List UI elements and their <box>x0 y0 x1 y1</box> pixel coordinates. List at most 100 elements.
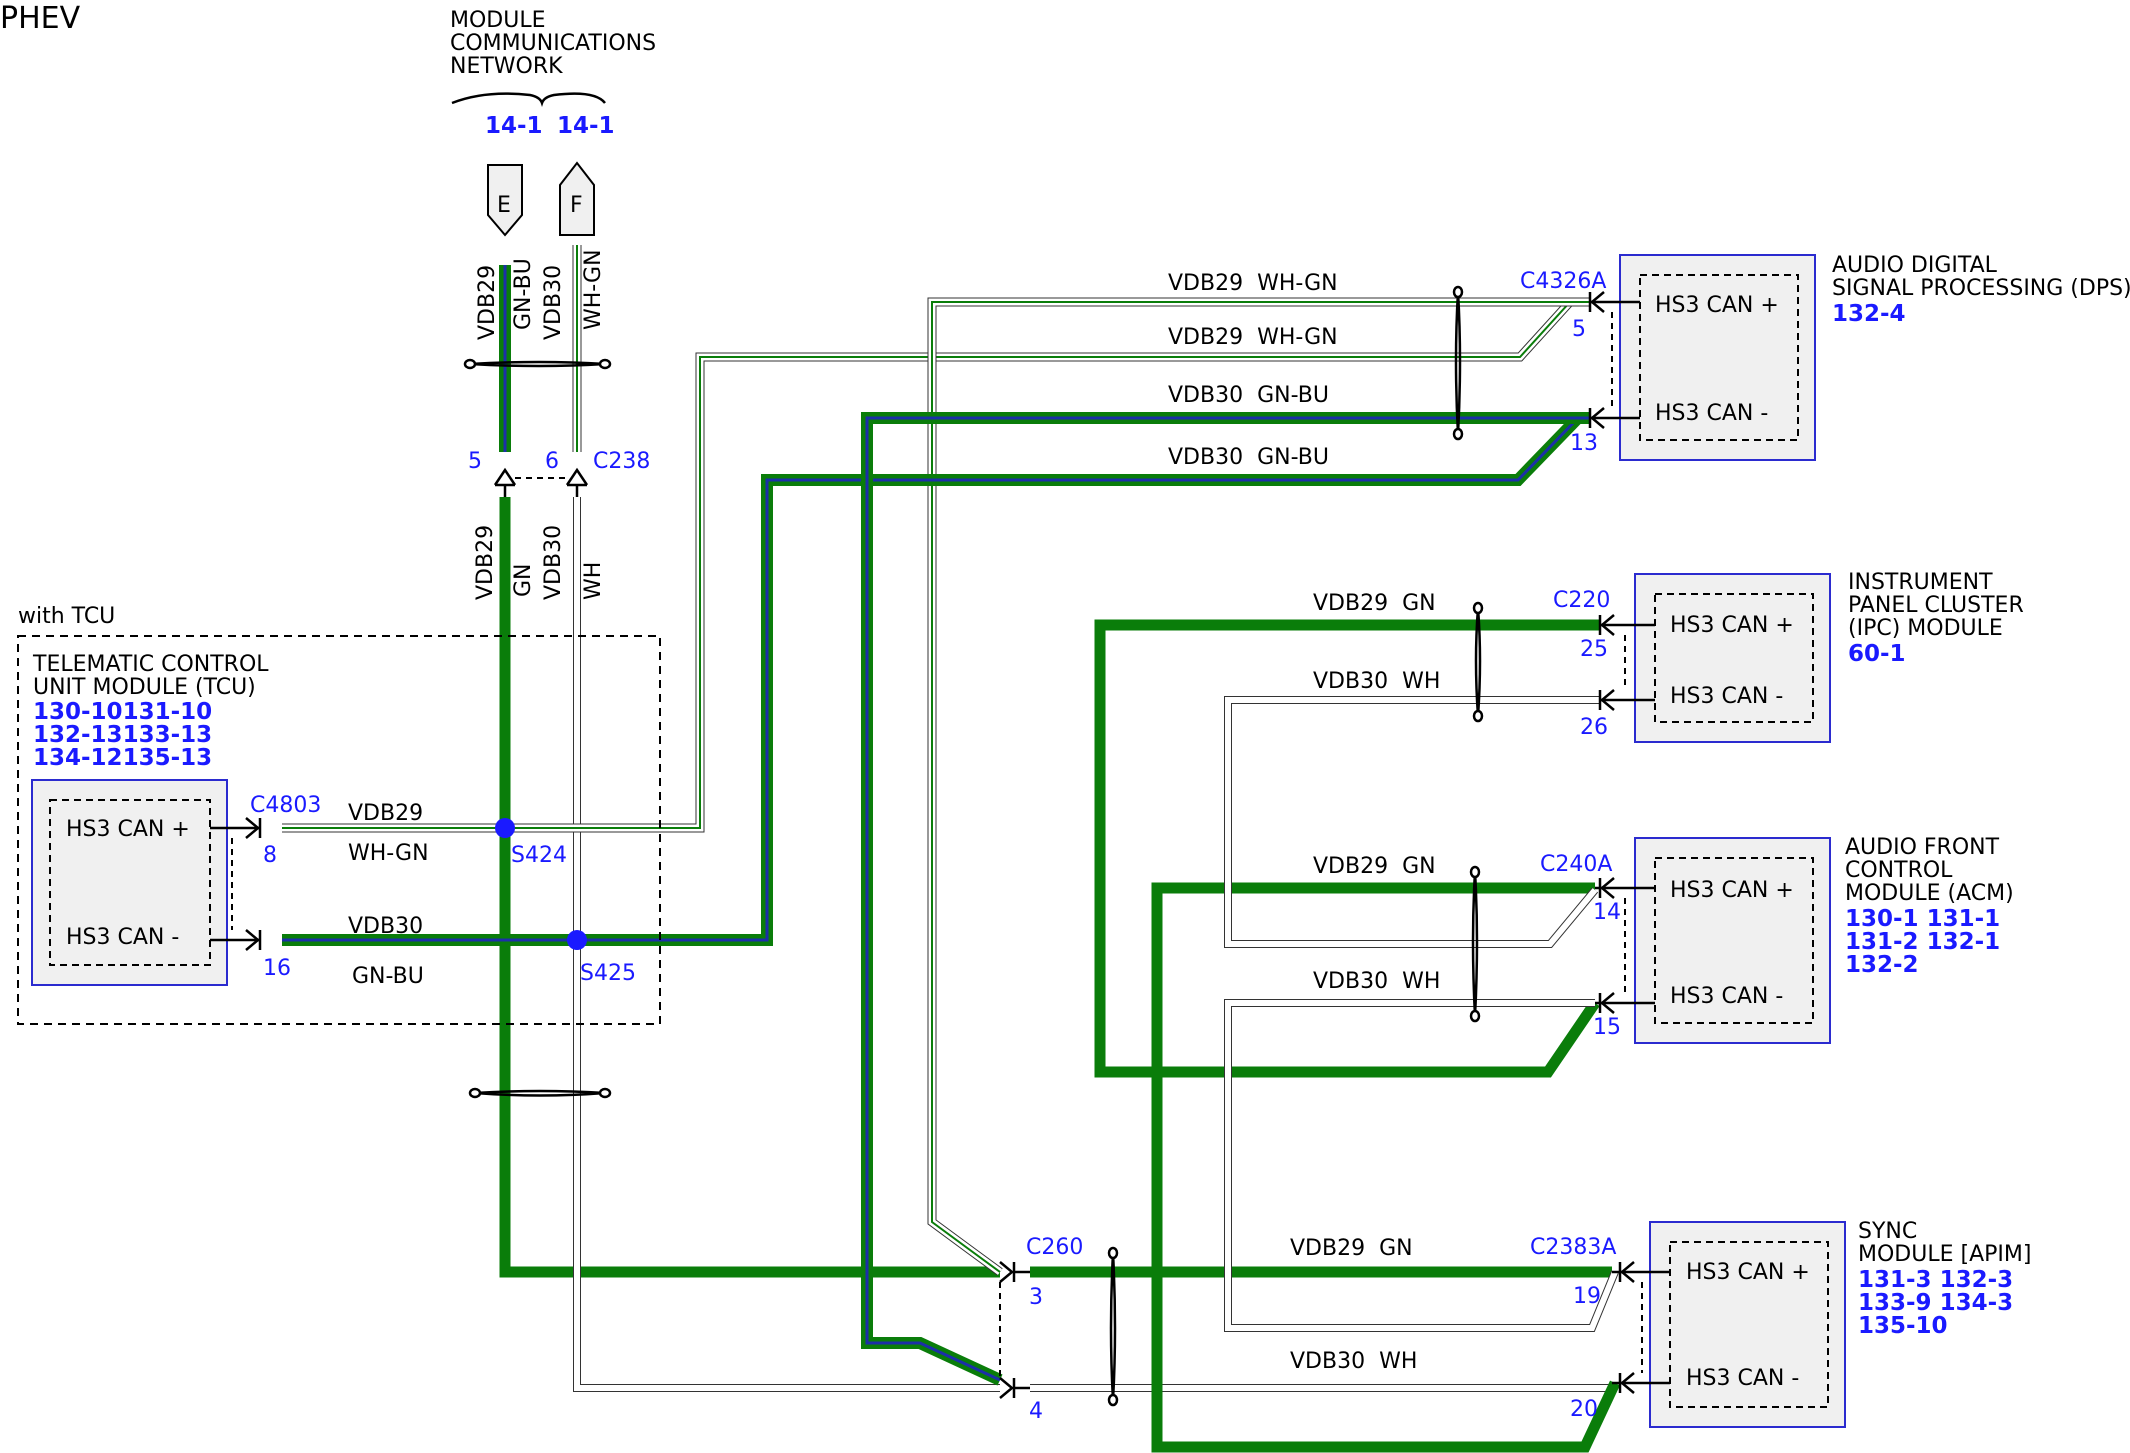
ipc-wire-label-1: VDB29 GN <box>1313 591 1436 616</box>
tcu-connector: C4803 8 16 <box>210 793 321 981</box>
splice-s425: S425 <box>567 930 636 986</box>
tcu-wire-minus-circuit: VDB30 <box>348 914 423 939</box>
wire-c260-vdb29-whgn <box>927 297 1590 1276</box>
sync-can-plus: HS3 CAN + <box>1686 1260 1810 1285</box>
ipc-name-3: (IPC) MODULE <box>1848 616 2003 641</box>
sync-ref-3[interactable]: 135-10 <box>1858 1313 1948 1339</box>
acm-name-3: MODULE (ACM) <box>1845 881 2014 906</box>
c260-pin-4: 4 <box>1029 1399 1043 1424</box>
acm-ref-3[interactable]: 132-2 <box>1845 952 1919 978</box>
dsp-name-1: AUDIO DIGITAL <box>1832 253 1998 278</box>
wire-vdb30-wh-main <box>573 497 1612 1392</box>
flag-e: E <box>487 164 523 237</box>
c238-pin-5: 5 <box>468 449 482 474</box>
network-ref-e[interactable]: 14-1 <box>485 113 543 139</box>
svg-text:WH: WH <box>581 562 606 600</box>
dsp-ref-1[interactable]: 132-4 <box>1832 301 1906 327</box>
network-ref-f[interactable]: 14-1 <box>557 113 615 139</box>
sync-can-minus: HS3 CAN - <box>1686 1366 1799 1391</box>
acm-wire-label-2: VDB30 WH <box>1313 969 1440 994</box>
ipc-module-box: HS3 CAN + HS3 CAN - <box>1634 573 1831 743</box>
svg-text:GN-BU: GN-BU <box>511 258 536 330</box>
dsp-can-plus: HS3 CAN + <box>1655 293 1779 318</box>
sync-module-box: HS3 CAN + HS3 CAN - <box>1649 1221 1846 1428</box>
sync-wire-label-1: VDB29 GN <box>1290 1236 1413 1261</box>
acm-ref-2[interactable]: 131-2 132-1 <box>1845 929 2000 955</box>
svg-text:VDB30: VDB30 <box>541 265 566 340</box>
acm-connector: C240A 14 15 <box>1540 852 1655 1040</box>
acm-name-2: CONTROL <box>1845 858 1953 883</box>
ipc-can-minus: HS3 CAN - <box>1670 684 1783 709</box>
svg-text:F: F <box>570 193 583 218</box>
sync-ref-1[interactable]: 131-3 132-3 <box>1858 1267 2013 1293</box>
flag-f: F <box>559 161 595 236</box>
dsp-can-minus: HS3 CAN - <box>1655 401 1768 426</box>
sync-ref-2[interactable]: 133-9 134-3 <box>1858 1290 2013 1316</box>
dsp-wire-labels: VDB29 WH-GN VDB29 WH-GN VDB30 GN-BU VDB3… <box>1168 271 1338 470</box>
acm-wire-label-1: VDB29 GN <box>1313 854 1436 879</box>
acm-can-minus: HS3 CAN - <box>1670 984 1783 1009</box>
tcu-module-box: HS3 CAN + HS3 CAN - <box>31 779 228 986</box>
dsp-name-2: SIGNAL PROCESSING (DPS) <box>1832 276 2130 301</box>
tcu-group-label: with TCU <box>18 604 115 629</box>
c220-label: C220 <box>1553 588 1610 613</box>
svg-text:WH-GN: WH-GN <box>581 249 606 330</box>
sync-name-1: SYNC <box>1858 1219 1917 1244</box>
acm-ref-1[interactable]: 130-1 131-1 <box>1845 906 2000 932</box>
svg-text:E: E <box>497 193 511 218</box>
c240a-pin-14: 14 <box>1593 900 1621 925</box>
svg-text:COMMUNICATIONS: COMMUNICATIONS <box>450 31 656 56</box>
network-bottom-wire-labels: VDB29 GN VDB30 WH <box>473 525 606 600</box>
wire-ipc-vdb30-wh <box>1224 696 1600 948</box>
wire-vdb29-gn-main <box>499 497 1612 1278</box>
c2383a-pin-20: 20 <box>1570 1397 1598 1422</box>
c4326a-label: C4326A <box>1520 269 1606 294</box>
tcu-wire-plus-color: WH-GN <box>348 841 429 866</box>
sync-wire-label-2: VDB30 WH <box>1290 1349 1417 1374</box>
ipc-wire-label-2: VDB30 WH <box>1313 669 1440 694</box>
svg-text:S424: S424 <box>511 843 567 868</box>
c4803-pin-16: 16 <box>263 956 291 981</box>
ipc-can-plus: HS3 CAN + <box>1670 613 1794 638</box>
svg-text:VDB29: VDB29 <box>475 265 500 340</box>
wire-acm-vdb29-gn <box>1151 882 1620 1453</box>
acm-module-box: HS3 CAN + HS3 CAN - <box>1634 837 1831 1044</box>
page-title: PHEV <box>0 1 81 36</box>
c4326a-pin-13: 13 <box>1570 431 1598 456</box>
tcu-name-2: UNIT MODULE (TCU) <box>33 675 256 700</box>
c260-label: C260 <box>1026 1235 1083 1260</box>
tcu-group-box <box>17 635 661 1025</box>
ipc-name-1: INSTRUMENT <box>1848 570 1993 595</box>
ipc-ref-1[interactable]: 60-1 <box>1848 641 1906 667</box>
wire-ipc-vdb29-gn <box>1094 619 1600 1078</box>
sync-connector: C2383A 19 20 <box>1530 1235 1670 1422</box>
tcu-can-minus: HS3 CAN - <box>66 925 179 950</box>
splice-s424: S424 <box>495 818 567 868</box>
wire-c260-vdb30-gnbu <box>861 412 1590 1386</box>
c4326a-pin-5: 5 <box>1572 317 1586 342</box>
tcu-ref-1[interactable]: 130-10131-10 <box>33 699 212 725</box>
c240a-label: C240A <box>1540 852 1612 877</box>
dsp-connector: C4326A 5 13 <box>1520 269 1640 456</box>
svg-text:VDB30 GN-BU: VDB30 GN-BU <box>1168 383 1329 408</box>
tcu-ref-3[interactable]: 134-12135-13 <box>33 745 212 771</box>
c4803-label: C4803 <box>250 793 321 818</box>
svg-text:VDB30 GN-BU: VDB30 GN-BU <box>1168 445 1329 470</box>
dsp-module-box: HS3 CAN + HS3 CAN - <box>1619 254 1816 461</box>
tcu-ref-2[interactable]: 132-13133-13 <box>33 722 212 748</box>
svg-text:VDB29 WH-GN: VDB29 WH-GN <box>1168 325 1338 350</box>
wire-acm-vdb30-wh <box>1224 999 1619 1332</box>
tcu-can-plus: HS3 CAN + <box>66 817 190 842</box>
svg-text:NETWORK: NETWORK <box>450 54 563 79</box>
c2383a-pin-19: 19 <box>1573 1284 1601 1309</box>
c240a-pin-15: 15 <box>1593 1015 1621 1040</box>
tcu-wire-minus-color: GN-BU <box>352 964 424 989</box>
network-label: MODULE COMMUNICATIONS NETWORK <box>450 8 656 79</box>
twist-markers <box>463 285 1484 1407</box>
c220-pin-26: 26 <box>1580 715 1608 740</box>
svg-text:MODULE: MODULE <box>450 8 546 33</box>
svg-text:S425: S425 <box>580 961 636 986</box>
svg-text:GN: GN <box>511 563 536 597</box>
svg-text:VDB29: VDB29 <box>473 525 498 600</box>
acm-name-1: AUDIO FRONT <box>1845 835 2000 860</box>
